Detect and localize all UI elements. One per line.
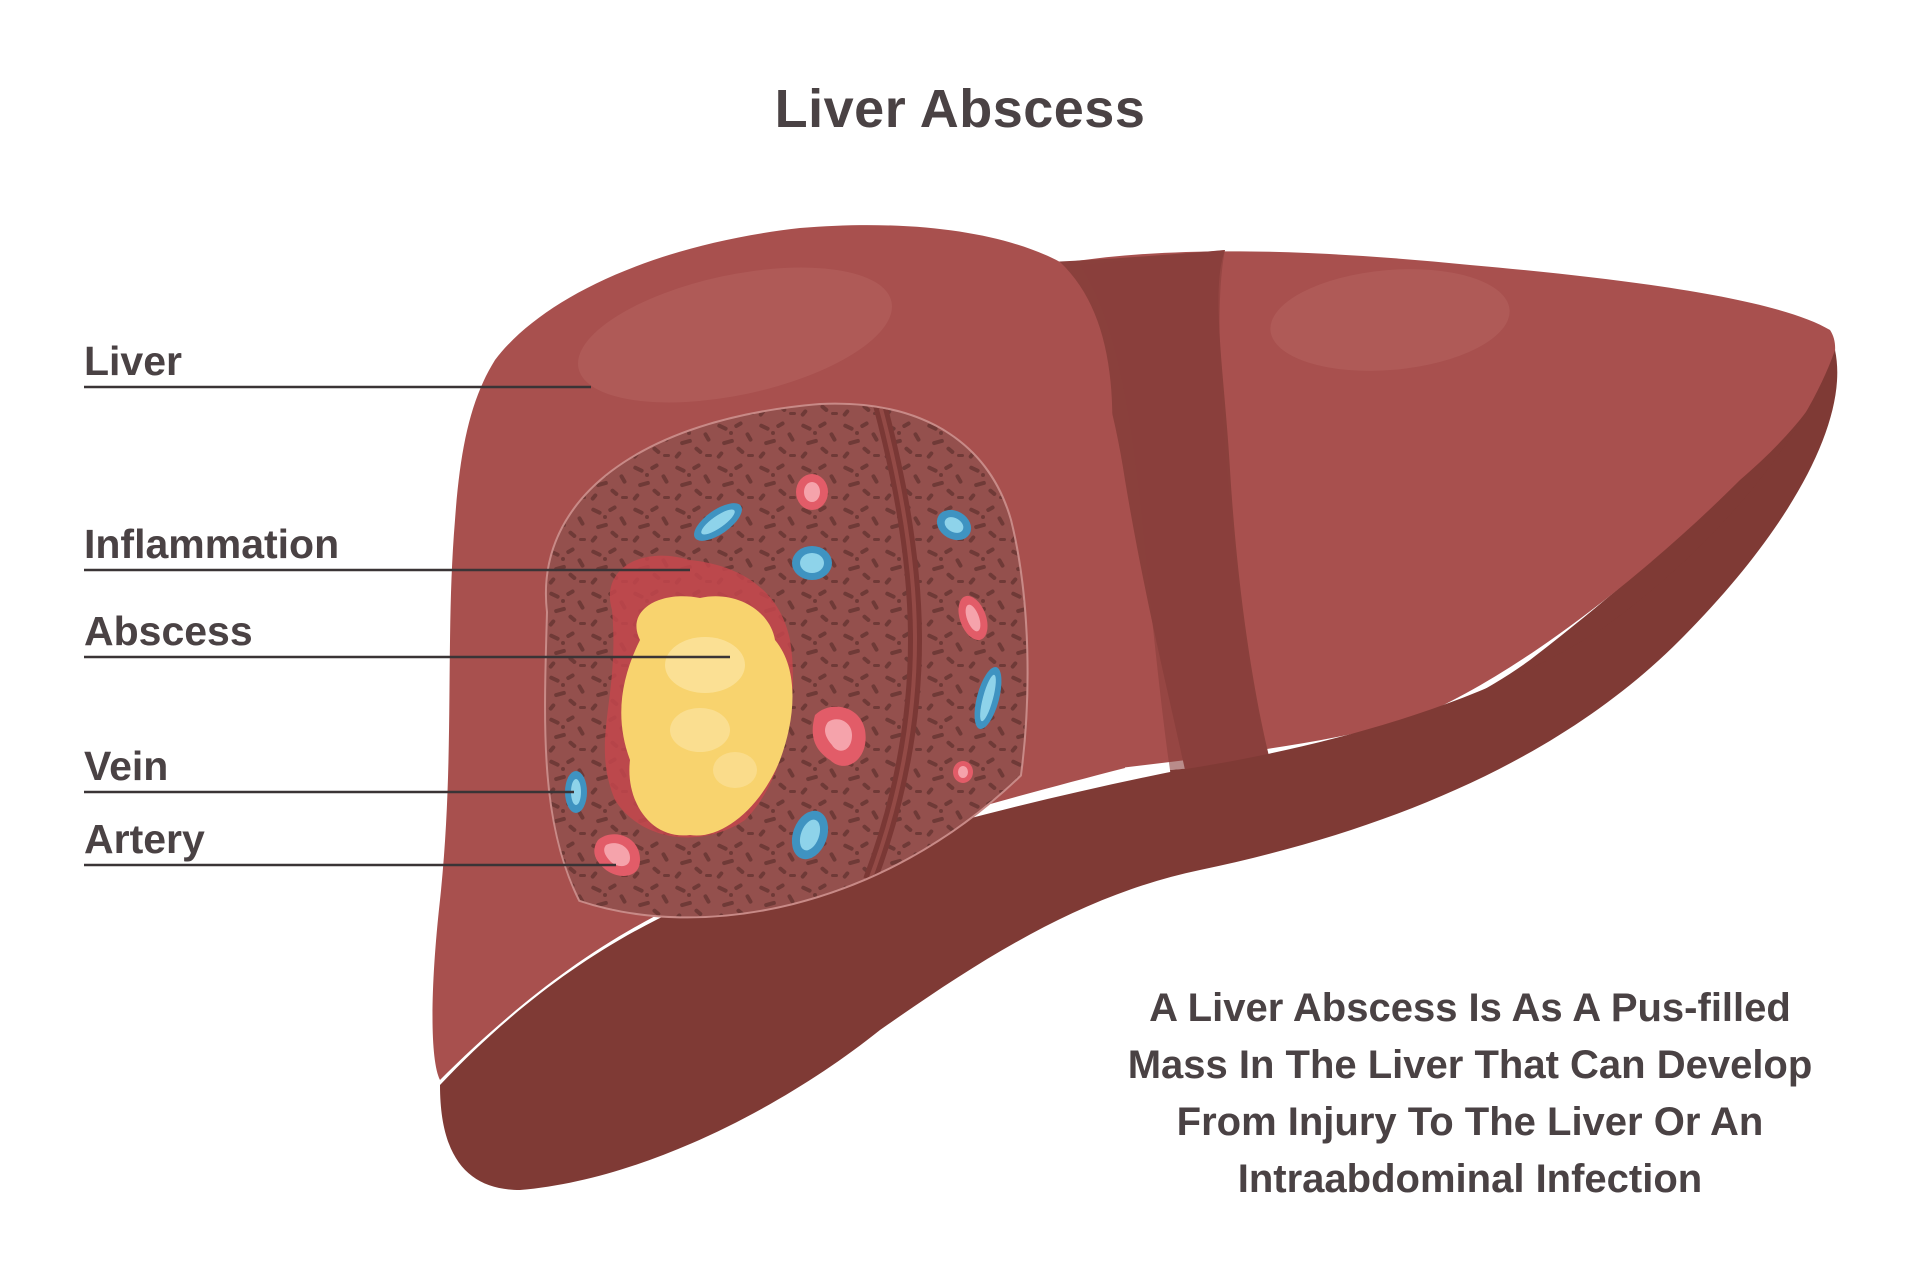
caption-line-4: Intraabdominal Infection bbox=[1237, 1157, 1703, 1201]
caption-line-2: Mass In The Liver That Can Develop bbox=[1127, 1043, 1813, 1087]
label-artery: Artery bbox=[84, 816, 205, 862]
label-abscess: Abscess bbox=[84, 608, 253, 654]
label-liver: Liver bbox=[84, 338, 182, 384]
cross-section bbox=[544, 402, 1029, 919]
caption-line-3: From Injury To The Liver Or An bbox=[1176, 1100, 1764, 1144]
caption-line-1: A Liver Abscess Is As A Pus-filled bbox=[1149, 986, 1791, 1030]
vein-cells bbox=[565, 503, 1002, 860]
label-inflammation: Inflammation bbox=[84, 521, 340, 567]
label-vein: Vein bbox=[84, 743, 169, 789]
page-title: Liver Abscess bbox=[774, 79, 1146, 139]
caption: A Liver Abscess Is As A Pus-filled Mass … bbox=[1090, 980, 1850, 1208]
leader-lines bbox=[84, 385, 730, 867]
